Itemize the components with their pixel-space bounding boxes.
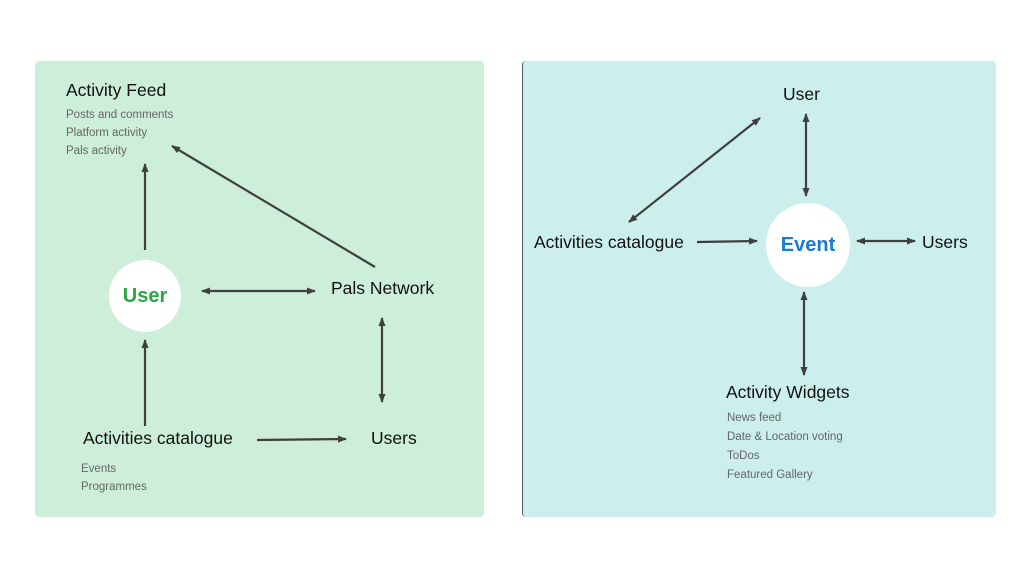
activity-feed-item: Platform activity <box>66 127 148 139</box>
activities-catalogue-item: Events <box>81 463 117 475</box>
activity-widgets-item: Featured Gallery <box>727 469 813 481</box>
activity-widgets-item: Date & Location voting <box>727 431 843 443</box>
activity-widgets-items: News feed Date & Location voting ToDos F… <box>727 409 843 485</box>
activity-feed-items: Posts and comments Platform activity Pal… <box>66 106 173 160</box>
activity-widgets-item: News feed <box>727 412 782 424</box>
activities-catalogue-node-right: Activities catalogue <box>534 232 684 252</box>
event-center-node: Event <box>766 203 850 287</box>
activities-catalogue-title-left: Activities catalogue <box>83 428 233 448</box>
activity-widgets-title: Activity Widgets <box>726 382 850 402</box>
user-center-label: User <box>122 284 168 307</box>
activity-widgets-item: ToDos <box>727 450 760 462</box>
activity-feed-item: Pals activity <box>66 145 127 157</box>
activities-catalogue-item: Programmes <box>81 481 147 493</box>
users-node-right: Users <box>922 232 968 252</box>
activity-feed-title: Activity Feed <box>66 80 167 100</box>
users-node-left: Users <box>371 428 417 448</box>
user-node-right: User <box>783 84 820 104</box>
user-center-node: User <box>109 260 181 332</box>
activity-feed-item: Posts and comments <box>66 109 174 121</box>
event-center-label: Event <box>780 233 836 256</box>
pals-network-node: Pals Network <box>331 278 435 298</box>
activities-catalogue-items: Events Programmes <box>81 460 147 496</box>
